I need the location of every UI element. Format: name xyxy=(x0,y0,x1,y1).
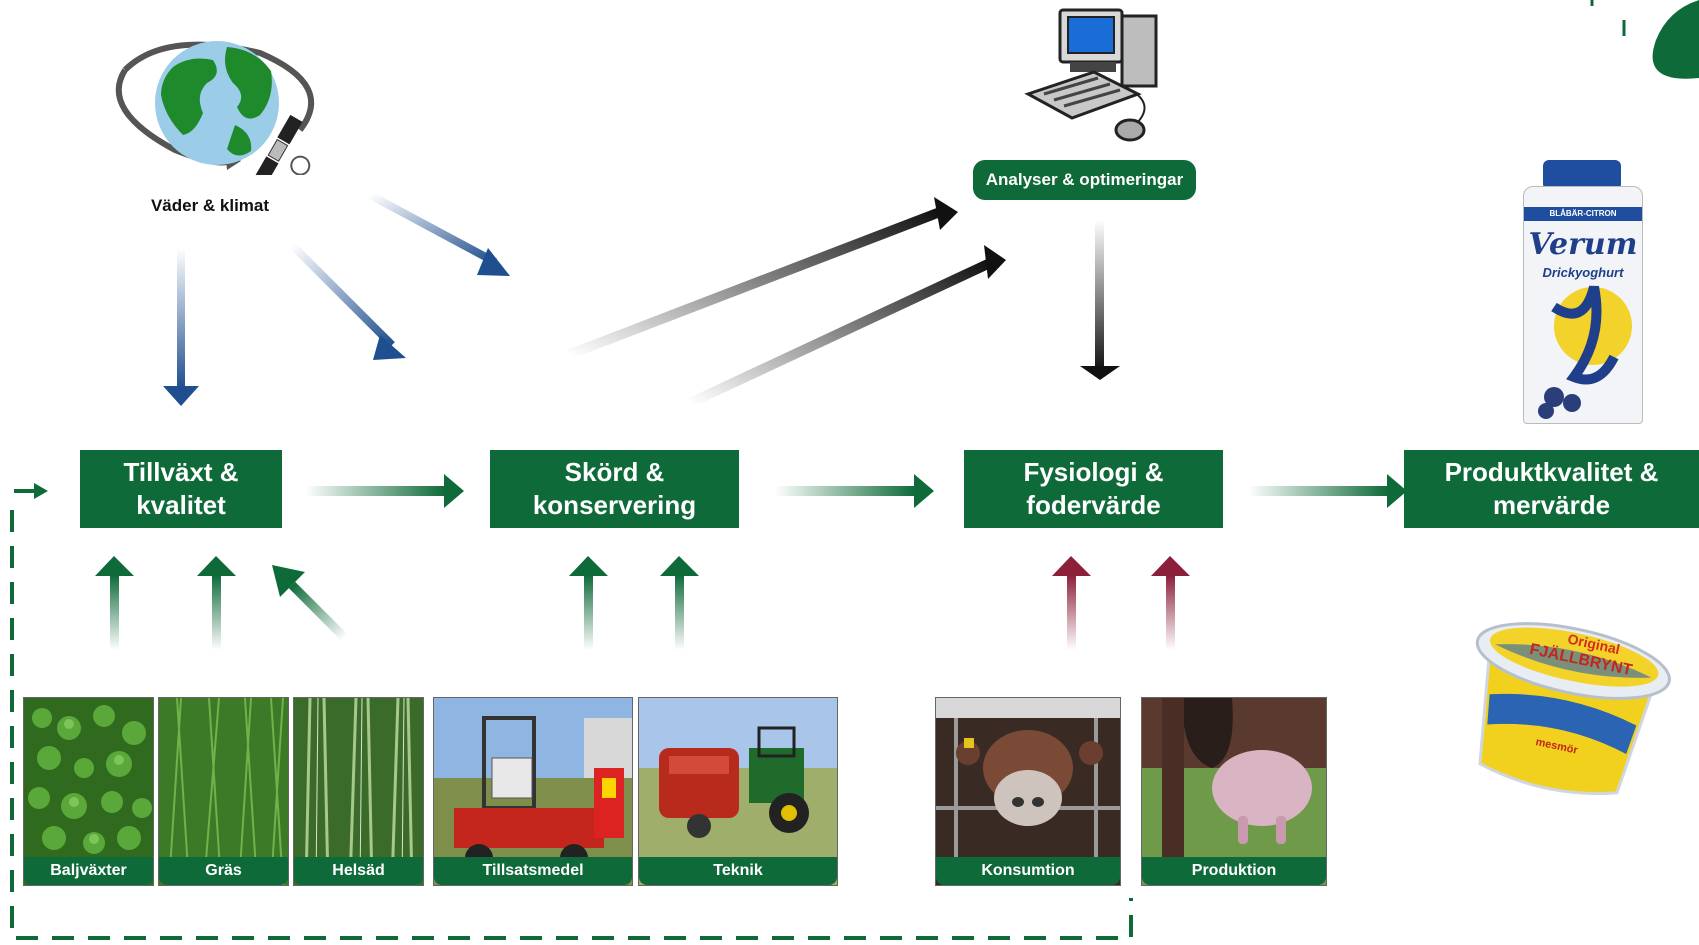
process-arrow-3 xyxy=(1248,474,1407,508)
stage-product-line1: Produktkvalitet & xyxy=(1444,457,1659,487)
stage-product: Produktkvalitet &mervärde xyxy=(1404,450,1699,528)
photo-helsad: Helsäd xyxy=(293,697,424,886)
photo-tillsatsmedel: Tillsatsmedel xyxy=(433,697,633,886)
stage-growth-line2: kvalitet xyxy=(136,490,226,520)
photo-gras: Gräs xyxy=(158,697,289,886)
input-arrow-teknik xyxy=(660,556,699,650)
input-arrow-gras xyxy=(197,556,236,650)
weather-arrow-diag-2 xyxy=(368,191,510,276)
photo-konsumtion: Konsumtion xyxy=(935,697,1121,886)
photo-label-produktion: Produktion xyxy=(1142,857,1326,885)
photo-label-konsumtion: Konsumtion xyxy=(936,857,1120,885)
clover-photo xyxy=(24,698,153,885)
input-arrow-helsad xyxy=(272,565,349,642)
weather-arrow-diag-1 xyxy=(289,242,406,360)
photo-label-teknik: Teknik xyxy=(639,857,837,885)
stage-physiology: Fysiologi &fodervärde xyxy=(964,450,1223,528)
input-arrow-tillsatsmedel xyxy=(569,556,608,650)
globe-satellite-icon xyxy=(115,41,315,175)
corner-leaf-decoration xyxy=(1652,0,1699,79)
stage-harvest-line1: Skörd & xyxy=(564,457,665,487)
stage-harvest-line2: konservering xyxy=(532,490,697,520)
photo-label-gras: Gräs xyxy=(159,857,288,885)
yoghurt-cap xyxy=(1543,160,1621,190)
photo-label-tillsatsmedel: Tillsatsmedel xyxy=(434,857,632,885)
photo-produktion: Produktion xyxy=(1141,697,1327,886)
stage-growth: Tillväxt &kvalitet xyxy=(80,450,282,528)
stage-physiology-line1: Fysiologi & xyxy=(1023,457,1164,487)
analysis-arrow-2 xyxy=(687,245,1006,408)
grass-photo xyxy=(159,698,288,885)
weather-label: Väder & klimat xyxy=(150,196,270,215)
process-arrow-1 xyxy=(305,474,464,508)
yoghurt-sub: Drickyoghurt xyxy=(1542,265,1624,280)
yoghurt-top-band xyxy=(1524,207,1642,221)
computer-icon xyxy=(1024,8,1158,142)
input-arrow-konsumtion xyxy=(1052,556,1091,650)
weather-arrow-down xyxy=(163,248,199,406)
stage-harvest: Skörd &konservering xyxy=(490,450,739,528)
cereal-photo xyxy=(294,698,423,885)
feedback-loop xyxy=(10,510,1133,940)
input-arrow-baljvaxter xyxy=(95,556,134,650)
yoghurt-body: BLÅBÄR-CITRON Verum Drickyoghurt xyxy=(1523,186,1643,424)
butter-tub: Original FJÄLLBRYNT mesmör xyxy=(1475,622,1671,795)
input-arrow-produktion xyxy=(1151,556,1190,650)
stage-physiology-line2: fodervärde xyxy=(1026,490,1161,520)
photo-baljvaxter: Baljväxter xyxy=(23,697,154,886)
cow-eating-photo xyxy=(936,698,1120,885)
process-arrow-2 xyxy=(775,474,934,508)
yoghurt-flavor: BLÅBÄR-CITRON xyxy=(1549,209,1617,218)
stage-growth-line1: Tillväxt & xyxy=(123,457,239,487)
yoghurt-carton: BLÅBÄR-CITRON Verum Drickyoghurt xyxy=(1523,160,1643,424)
photo-label-baljvaxter: Baljväxter xyxy=(24,857,153,885)
stage-product-line2: mervärde xyxy=(1492,490,1611,520)
analysis-arrow-1 xyxy=(566,197,958,360)
analysis-arrow-down xyxy=(1080,220,1120,380)
photo-teknik: Teknik xyxy=(638,697,838,886)
yoghurt-figure-icon xyxy=(1538,285,1619,419)
feedback-arrow-in xyxy=(14,483,48,499)
udder-photo xyxy=(1142,698,1326,885)
photo-label-helsad: Helsäd xyxy=(294,857,423,885)
analysis-label: Analyser & optimeringar xyxy=(973,160,1196,200)
yoghurt-brand: Verum xyxy=(1528,227,1638,262)
